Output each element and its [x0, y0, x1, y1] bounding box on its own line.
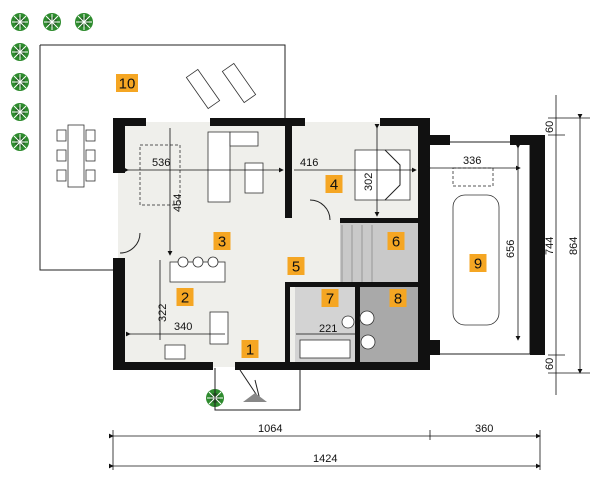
terrace	[39, 44, 286, 271]
dim-dining-depth: 454	[172, 194, 184, 212]
room-label-box	[321, 289, 339, 307]
room-label-box	[241, 340, 259, 358]
room-labels: 1 2 3 4 5 6 7 8 9 10	[116, 74, 487, 359]
room-label-box	[387, 232, 405, 250]
dim-bedroom-width: 416	[300, 157, 318, 169]
room-number-4: 4	[330, 177, 338, 194]
sun-lounger-icon	[185, 62, 257, 110]
room-number-1: 1	[246, 342, 254, 359]
dim-bathroom-width: 221	[319, 323, 337, 335]
dim-bedroom-depth: 302	[363, 173, 375, 191]
dim-top-offset: 60	[544, 121, 556, 133]
room-number-7: 7	[326, 291, 334, 308]
room-label-box	[116, 74, 138, 92]
room-number-6: 6	[392, 234, 400, 251]
dim-total-width: 1424	[313, 453, 337, 465]
dim-garage-length: 744	[544, 237, 556, 255]
room-number-5: 5	[292, 259, 300, 276]
dim-kitchen-width: 340	[174, 321, 192, 333]
dim-total-depth: 864	[568, 237, 580, 255]
dim-garage-width: 336	[463, 155, 481, 167]
dimension-lines	[109, 95, 590, 470]
room-label-box	[325, 175, 343, 193]
dim-garage-depth: 656	[505, 240, 517, 258]
room-number-3: 3	[218, 234, 226, 251]
room-label-box	[287, 257, 305, 275]
room-number-8: 8	[394, 291, 402, 308]
dim-garage-outer-width: 360	[475, 423, 493, 435]
room-label-box	[176, 288, 194, 306]
staircase-area	[340, 222, 428, 284]
dim-kitchen-depth: 322	[157, 304, 169, 322]
dim-house-width: 1064	[258, 423, 282, 435]
room-number-2: 2	[181, 290, 189, 307]
dim-bottom-offset: 60	[544, 358, 556, 370]
dim-living-width: 536	[152, 157, 170, 169]
room-number-9: 9	[474, 256, 482, 273]
room-label-box	[389, 289, 407, 307]
room-number-10: 10	[119, 76, 136, 93]
room-label-box	[213, 232, 231, 250]
walls	[113, 118, 545, 370]
room-label-box	[469, 254, 487, 272]
